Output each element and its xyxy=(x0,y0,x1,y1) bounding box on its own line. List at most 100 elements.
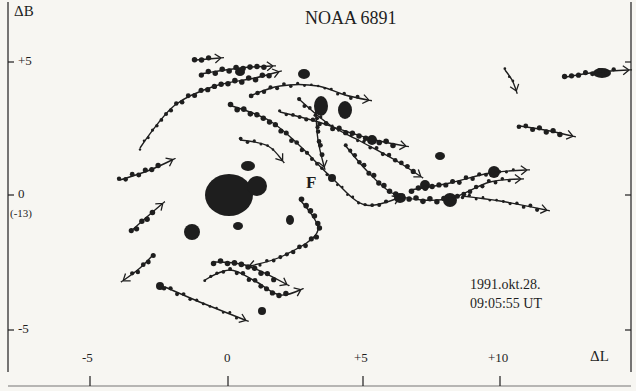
penumbra-dot xyxy=(160,118,164,122)
penumbra-dot xyxy=(597,68,602,73)
penumbra-dot xyxy=(477,172,481,176)
penumbra-dot xyxy=(254,112,260,118)
penumbra-dot xyxy=(261,64,266,69)
penumbra-dot xyxy=(253,77,259,83)
penumbra-dot xyxy=(278,255,282,259)
penumbra-dot xyxy=(270,290,275,295)
penumbra-dot xyxy=(205,87,210,92)
penumbra-dot xyxy=(427,196,433,202)
penumbra-dot xyxy=(612,67,616,71)
penumbra-dot xyxy=(348,149,352,153)
penumbra-dot xyxy=(271,277,276,282)
penumbra-dot xyxy=(371,173,376,178)
penumbra-dot xyxy=(308,106,312,110)
penumbra-dot xyxy=(203,279,206,282)
spot-track xyxy=(345,145,520,200)
penumbra-dot xyxy=(376,140,382,146)
spot-track xyxy=(505,70,516,90)
penumbra-dot xyxy=(143,168,148,173)
sunspot-umbrae xyxy=(156,68,611,315)
penumbra-dot xyxy=(278,109,281,112)
axes xyxy=(8,2,631,386)
penumbra-dot xyxy=(168,286,172,290)
penumbra-dot xyxy=(357,160,362,165)
penumbra-dot xyxy=(331,124,334,127)
penumbra-dot xyxy=(336,92,339,95)
penumbra-dot xyxy=(489,199,491,201)
penumbra-dot xyxy=(474,185,478,189)
penumbra-dot xyxy=(234,107,240,113)
penumbra-dot xyxy=(464,175,469,180)
penumbra-dot xyxy=(182,292,186,296)
penumbra-dot xyxy=(130,271,134,275)
penumbra-dot xyxy=(535,208,539,212)
penumbra-dot xyxy=(175,292,179,296)
penumbra-dot xyxy=(504,67,507,70)
penumbra-dot xyxy=(346,193,349,196)
penumbra-dot xyxy=(429,184,434,189)
spot-track xyxy=(316,112,324,166)
penumbra-dot xyxy=(241,271,245,275)
penumbra-dot xyxy=(206,69,211,74)
penumbra-dot xyxy=(235,271,239,275)
penumbra-dot xyxy=(303,203,309,209)
spot-track xyxy=(250,200,318,266)
penumbra-dot xyxy=(262,89,266,93)
timestamp: 1991.okt.28. xyxy=(470,278,540,292)
penumbra-dot xyxy=(494,181,498,185)
axis-label: ΔL xyxy=(590,349,609,364)
penumbra-dot xyxy=(218,82,223,87)
penumbra-dot xyxy=(141,262,146,267)
spot-track xyxy=(462,196,546,210)
penumbra-dot xyxy=(512,80,515,83)
penumbra-dot xyxy=(246,140,250,144)
penumbra-dot xyxy=(247,64,253,70)
spot-track xyxy=(124,256,152,280)
penumbra-dot xyxy=(350,134,353,137)
penumbra-dot xyxy=(146,260,151,265)
penumbra-dot xyxy=(381,183,386,188)
spot-track xyxy=(165,287,245,320)
penumbra-dot xyxy=(246,75,252,81)
penumbra-dot xyxy=(468,189,473,194)
penumbra-dot xyxy=(258,263,261,266)
penumbra-dot xyxy=(320,152,325,157)
penumbra-dot xyxy=(508,75,510,77)
penumbra-dot xyxy=(376,180,381,185)
penumbra-dot xyxy=(259,143,262,146)
spot-track xyxy=(520,126,572,136)
penumbra-dot xyxy=(377,203,381,207)
penumbra-dot xyxy=(215,307,217,309)
penumbra-dot xyxy=(381,152,385,156)
penumbra-dot xyxy=(330,88,333,91)
penumbra-dot xyxy=(155,163,160,168)
penumbra-dot xyxy=(491,170,495,174)
penumbra-dot xyxy=(590,71,595,76)
penumbra-dot xyxy=(136,270,140,274)
penumbra-dot xyxy=(215,272,218,275)
penumbra-dot xyxy=(123,177,128,182)
penumbra-dot xyxy=(291,113,295,117)
spot-track xyxy=(232,106,398,205)
penumbra-dot xyxy=(362,163,367,168)
penumbra-dot xyxy=(356,95,360,99)
penumbra-dot xyxy=(186,93,191,98)
penumbra-dot xyxy=(180,100,185,105)
penumbra-dot xyxy=(298,115,302,119)
penumbra-dot xyxy=(411,169,416,174)
penumbra-dot xyxy=(151,128,154,131)
penumbra-dot xyxy=(296,82,299,85)
penumbra-dot xyxy=(457,180,462,185)
penumbra-dot xyxy=(289,138,294,143)
penumbra-dot xyxy=(143,139,146,142)
penumbra-dot xyxy=(273,122,278,127)
penumbra-dot xyxy=(300,148,304,152)
penumbra-dot xyxy=(349,96,353,100)
penumbra-dot xyxy=(311,117,315,121)
penumbra-dot xyxy=(314,234,319,239)
axis-label: +10 xyxy=(488,351,508,364)
penumbra-dot xyxy=(192,57,198,63)
penumbra-dot xyxy=(315,125,319,129)
penumbra-dot xyxy=(188,297,192,301)
spot-track xyxy=(566,70,628,77)
